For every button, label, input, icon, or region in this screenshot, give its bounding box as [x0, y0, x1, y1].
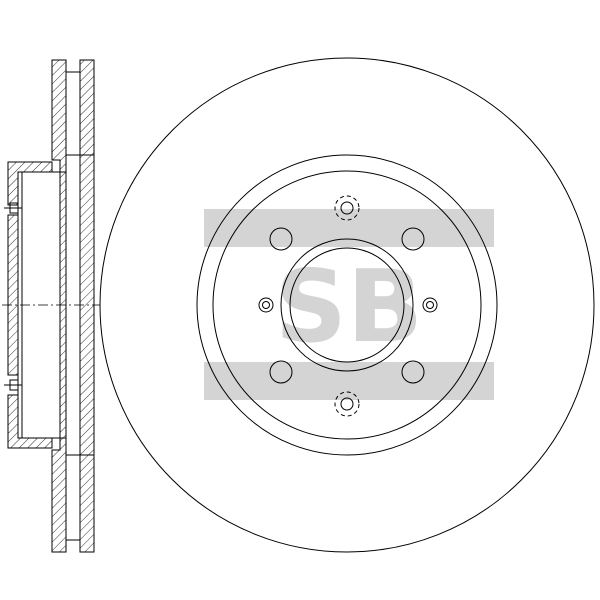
logo-top-bar — [204, 209, 494, 247]
disc-side-section — [2, 59, 100, 553]
center-bore-inner — [289, 247, 405, 363]
logo-bottom-bar — [204, 362, 494, 400]
friction-ring-inner-edge — [196, 154, 498, 456]
pin-hole-right-inner — [426, 301, 434, 309]
locator-hole-bottom-dashed — [334, 391, 360, 417]
bolt-hole-bottom-left — [269, 360, 293, 384]
locator-hole-top-dashed — [334, 195, 360, 221]
center-bore-outer — [280, 238, 414, 372]
watermark-logo: SB — [204, 209, 494, 400]
pin-hole-left-inner — [262, 301, 270, 309]
locator-hole-top — [340, 201, 354, 215]
hat-wall-bottom — [7, 394, 53, 449]
friction-plate-left — [51, 59, 67, 553]
disc-front-view — [99, 57, 595, 553]
friction-plate-right — [79, 59, 95, 553]
bolt-hole-bottom-right — [401, 360, 425, 384]
bolt-hole-top-left — [269, 227, 293, 251]
logo-text: SB — [275, 248, 423, 365]
stud-box-bottom — [9, 379, 19, 391]
hat-outer-edge — [212, 170, 482, 440]
hat-wall-top — [7, 161, 53, 206]
pin-hole-left — [258, 297, 274, 313]
locator-hole-bottom — [340, 397, 354, 411]
bolt-hole-top-right — [401, 227, 425, 251]
hat-wall-left — [7, 214, 19, 376]
stud-box-top — [9, 202, 19, 214]
pin-hole-right — [422, 297, 438, 313]
